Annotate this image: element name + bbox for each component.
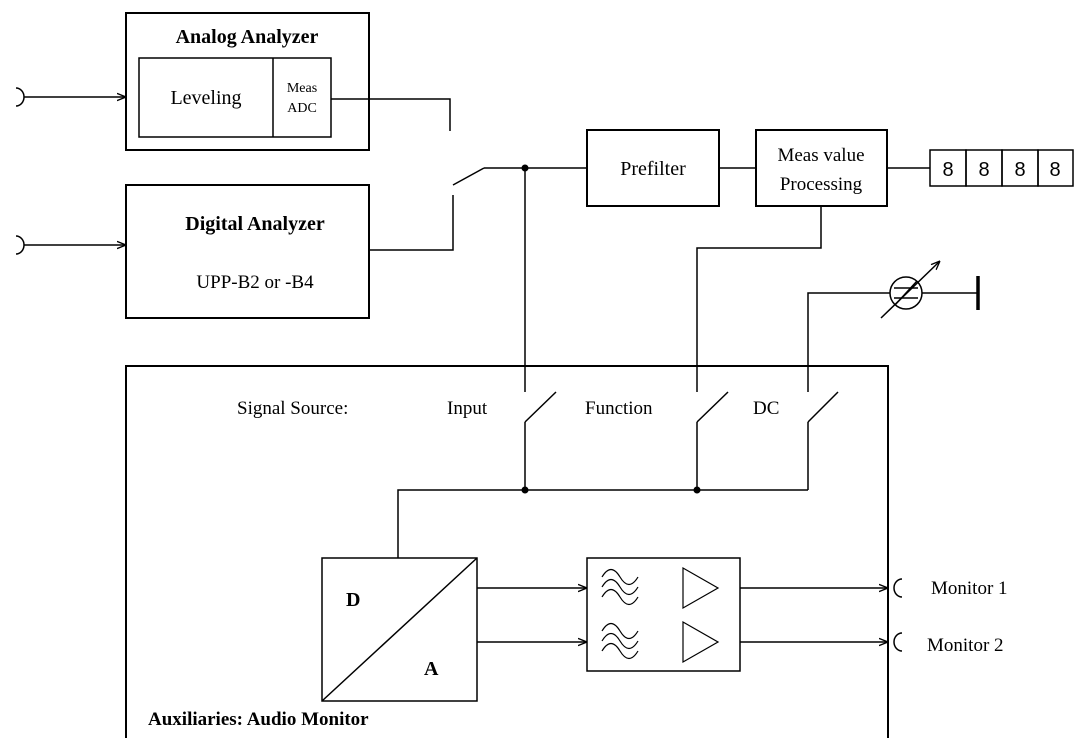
adc-label: ADC — [287, 101, 317, 116]
digital-input-jack-icon — [15, 235, 25, 255]
display-digit: 8 — [942, 159, 953, 181]
monitor-2-jack-icon — [893, 632, 903, 652]
amplifier-icon — [682, 620, 720, 664]
dc-switch-label: DC — [753, 398, 779, 419]
filter-amplifier-box — [586, 557, 741, 672]
digital-analyzer-title: Digital Analyzer — [185, 213, 325, 235]
selector-switch-blade — [452, 167, 485, 186]
signal-source-label: Signal Source: — [237, 398, 348, 419]
analog-input-jack-icon — [15, 87, 25, 107]
dc-switch-blade — [807, 391, 839, 423]
digital-analyzer-subtitle: UPP-B2 or -B4 — [196, 272, 314, 293]
leveling-label: Leveling — [170, 87, 241, 109]
auxiliaries-box — [125, 365, 889, 738]
input-switch-label: Input — [447, 398, 488, 419]
auxiliaries-label: Auxiliaries: Audio Monitor — [148, 709, 369, 730]
function-switch-label: Function — [585, 398, 653, 419]
dc-tap-line — [807, 292, 890, 392]
dac-box — [321, 557, 478, 702]
monitor-2-label: Monitor 2 — [927, 635, 1004, 656]
analog-analyzer-box — [125, 12, 370, 151]
dac-diagonal — [321, 557, 478, 702]
monitor-1-jack-icon — [893, 578, 903, 598]
display-cell — [1037, 149, 1074, 187]
display-digit: 8 — [1014, 159, 1025, 181]
analog-output-line — [331, 98, 451, 131]
function-tap-line — [696, 206, 822, 392]
monitor-1-label: Monitor 1 — [931, 578, 1008, 599]
meas-label: Meas — [287, 81, 317, 96]
digital-output-line — [369, 195, 454, 251]
filter-icon — [601, 622, 639, 660]
amplifier-icon — [682, 566, 720, 610]
processing-label: Processing — [780, 174, 863, 195]
dac-a-label: A — [424, 658, 439, 680]
input-switch-blade — [524, 391, 557, 423]
dc-meter-icon — [880, 261, 980, 319]
numeric-display — [929, 149, 1074, 187]
filter-icon — [601, 568, 639, 606]
prefilter-label: Prefilter — [620, 158, 686, 180]
display-digit: 8 — [1049, 159, 1060, 181]
digital-analyzer-box — [125, 184, 370, 319]
display-digit: 8 — [978, 159, 989, 181]
junction-dot — [521, 486, 529, 494]
analog-inner-box — [138, 57, 332, 138]
junction-dot — [521, 164, 529, 172]
dac-d-label: D — [346, 589, 360, 611]
analog-analyzer-title: Analog Analyzer — [176, 26, 319, 48]
switch-bus-line — [397, 489, 808, 558]
function-switch-blade — [696, 391, 729, 423]
meas-value-label: Meas value — [777, 145, 864, 166]
junction-dot — [693, 486, 701, 494]
